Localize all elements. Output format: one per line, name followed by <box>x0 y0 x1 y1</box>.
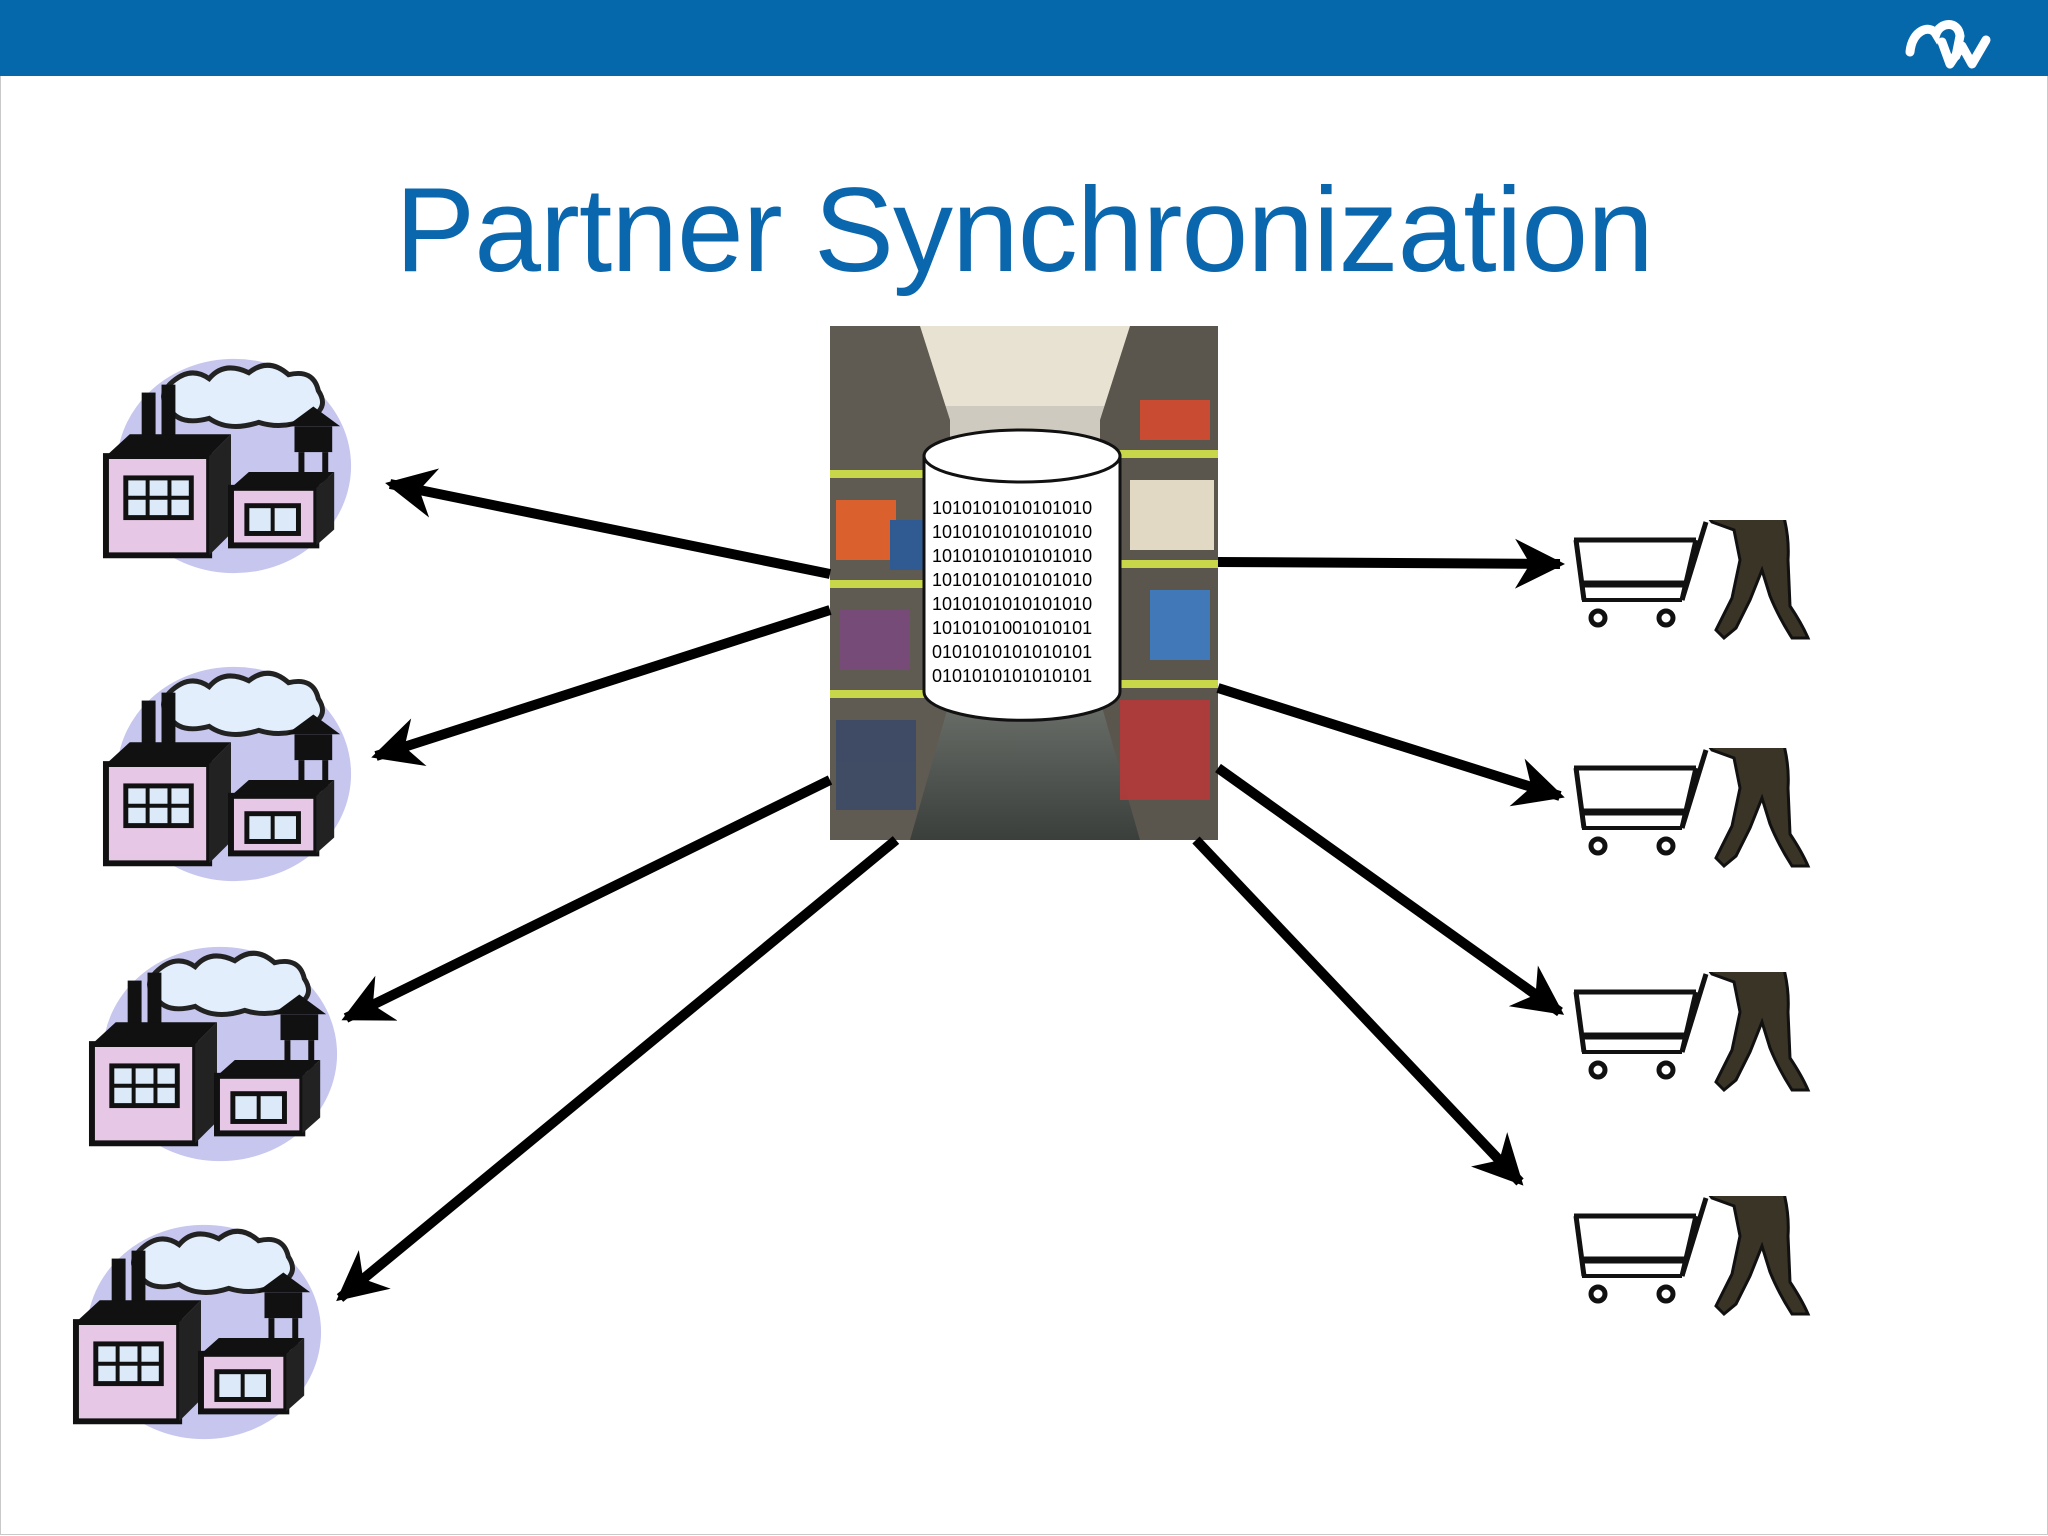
arrow-to-factory <box>336 836 900 1302</box>
shopper-cart-icon <box>1574 444 1808 638</box>
header-bar <box>0 0 2048 76</box>
factory-icon <box>106 359 351 573</box>
binary-line: 1010101010101010 <box>932 546 1092 566</box>
binary-data-text: 1010101010101010 1010101010101010 101010… <box>932 498 1092 686</box>
slide-title: Partner Synchronization <box>395 163 1654 297</box>
arrow-to-shopper <box>1192 836 1524 1186</box>
factory-icon <box>92 947 337 1161</box>
binary-line: 1010101010101010 <box>932 594 1092 614</box>
arrow-to-shopper <box>1215 763 1565 1017</box>
binary-line: 0101010101010101 <box>932 642 1092 662</box>
database-cylinder-icon: 1010101010101010 1010101010101010 101010… <box>922 428 1122 722</box>
factory-icon <box>106 667 351 881</box>
binary-line: 1010101010101010 <box>932 570 1092 590</box>
warehouse-photo: 1010101010101010 1010101010101010 101010… <box>830 326 1218 840</box>
binary-line: 0101010101010101 <box>932 666 1092 686</box>
shopper-cart-icon <box>1574 1120 1808 1314</box>
arrow-to-factory <box>385 468 832 579</box>
arrow-to-factory <box>371 605 832 767</box>
arrow-to-shopper <box>1216 683 1565 807</box>
arrow-to-factory <box>341 775 833 1023</box>
binary-line: 1010101010101010 <box>932 522 1092 542</box>
shopper-cart-icon <box>1574 896 1808 1090</box>
factory-icon <box>76 1225 321 1439</box>
shopper-cart-icon <box>1574 672 1808 866</box>
arrow-to-shopper <box>1217 538 1565 589</box>
binary-line: 1010101010101010 <box>932 498 1092 518</box>
brand-logo-icon <box>1905 20 1991 69</box>
binary-line: 1010101001010101 <box>932 618 1092 638</box>
